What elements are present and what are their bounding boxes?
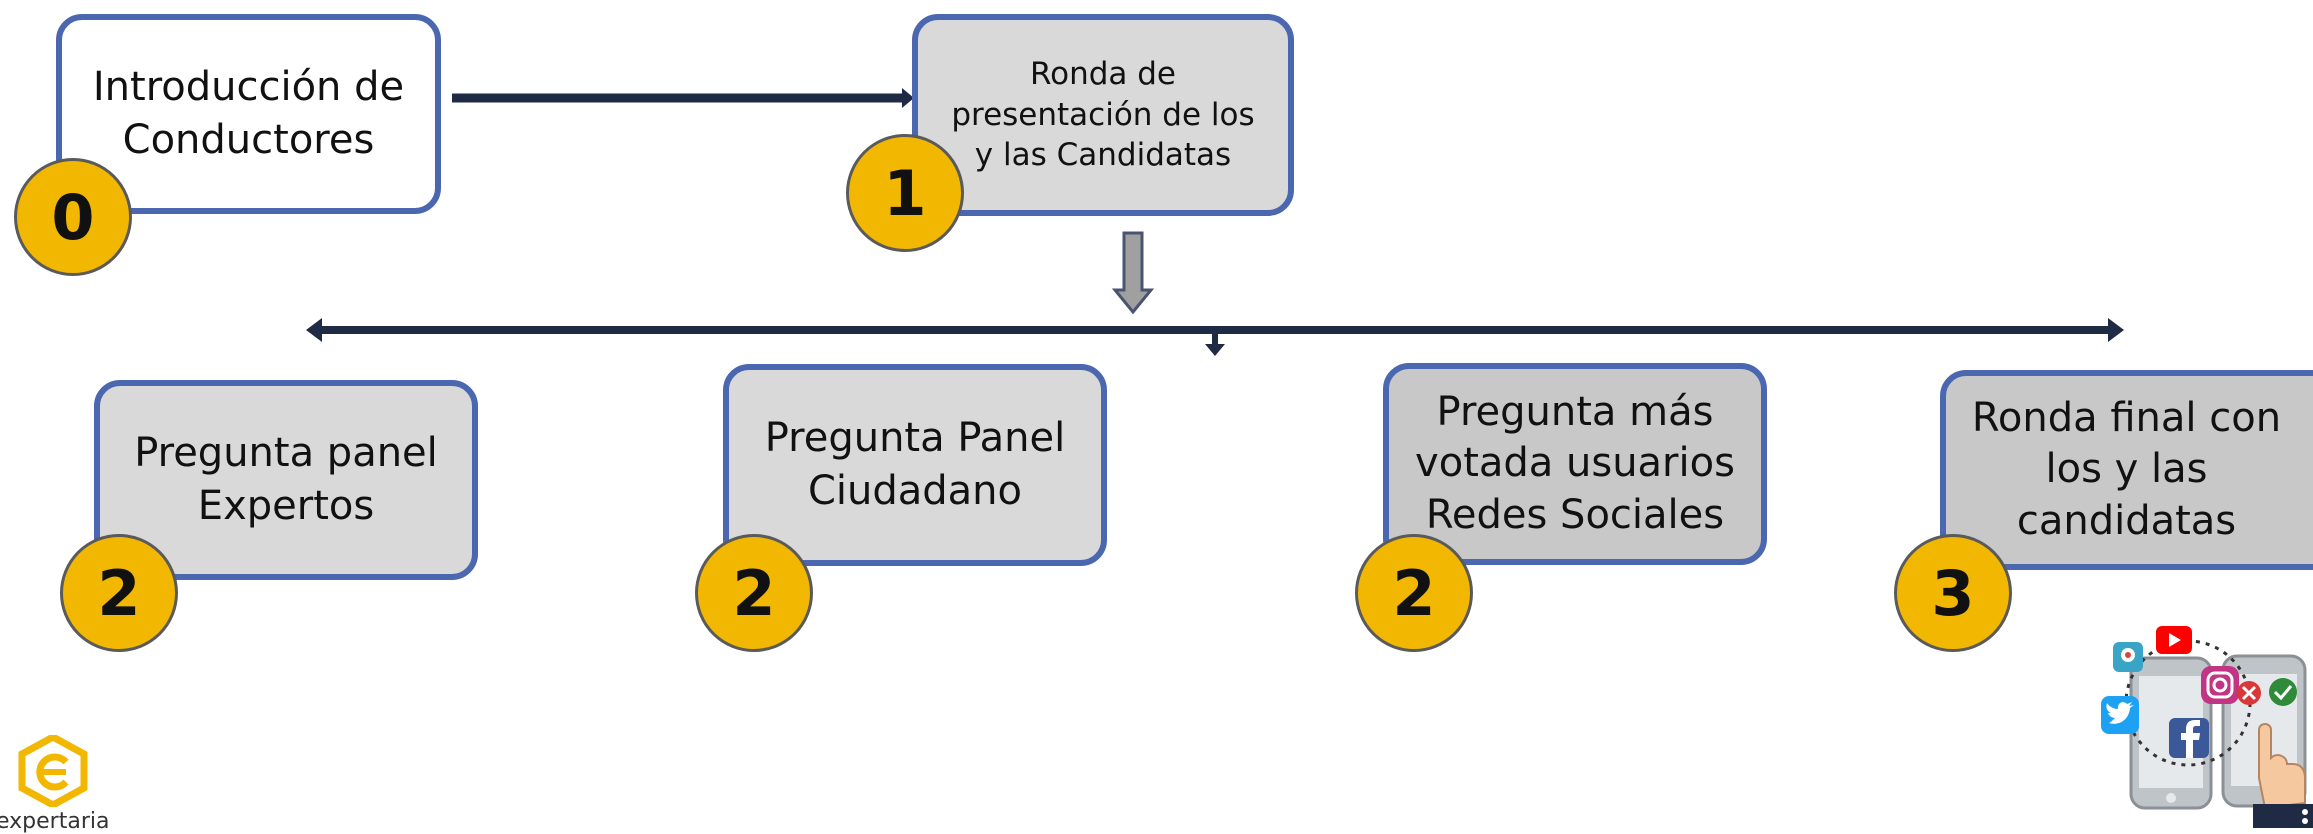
small-down-arrow-head [1205, 344, 1225, 356]
social-media-illustration [2101, 626, 2313, 828]
badge-redes-sociales: 2 [1355, 534, 1473, 652]
box-panel-expertos: Pregunta panel Expertos [94, 380, 478, 580]
check-icon [2269, 678, 2297, 706]
horizontal-line-left-head [306, 318, 322, 342]
box-redes-sociales: Pregunta más votada usuarios Redes Socia… [1383, 363, 1767, 565]
box-intro: Introducción de Conductores [56, 14, 441, 214]
down-arrow [1111, 231, 1155, 315]
box-ronda-presentacion: Ronda de presentación de los y las Candi… [912, 14, 1294, 216]
box-ronda-final: Ronda final con los y las candidatas [1940, 370, 2313, 570]
box-ronda-presentacion-label: Ronda de presentación de los y las Candi… [951, 55, 1255, 174]
box-panel-ciudadano: Pregunta Panel Ciudadano [723, 364, 1107, 566]
expertaria-logo: expertaria [0, 735, 120, 834]
box-panel-expertos-label: Pregunta panel Expertos [134, 430, 438, 529]
badge-ronda-presentacion: 1 [846, 134, 964, 252]
box-intro-label: Introducción de Conductores [92, 64, 405, 163]
arrow-intro-to-ronda-head [902, 88, 914, 108]
box-panel-ciudadano-label: Pregunta Panel Ciudadano [764, 415, 1066, 514]
badge-ronda-final: 3 [1894, 534, 2012, 652]
expertaria-logo-text: expertaria [0, 809, 110, 834]
badge-panel-ciudadano: 2 [695, 534, 813, 652]
expertaria-logo-icon [18, 735, 88, 807]
horizontal-line-right-head [2108, 318, 2124, 342]
badge-panel-expertos: 2 [60, 534, 178, 652]
box-redes-sociales-label: Pregunta más votada usuarios Redes Socia… [1415, 389, 1735, 538]
badge-intro: 0 [14, 158, 132, 276]
box-ronda-final-label: Ronda final con los y las candidatas [1971, 395, 2282, 544]
hand-icon [2258, 723, 2306, 810]
